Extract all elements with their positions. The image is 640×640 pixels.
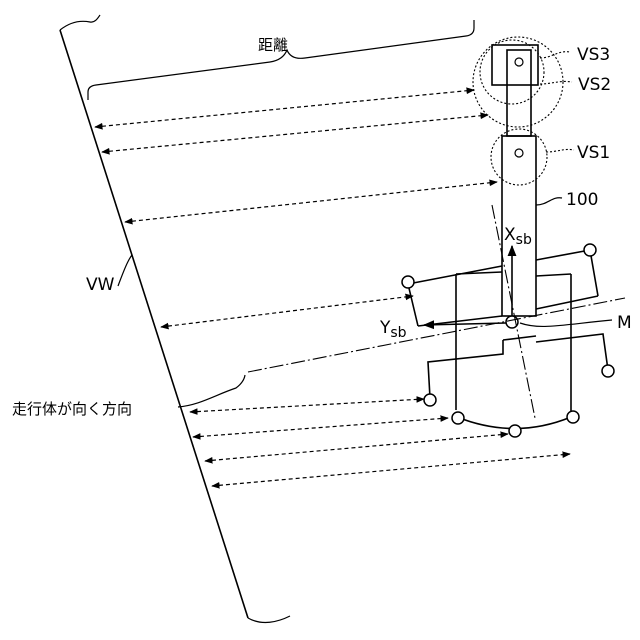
distance-label: 距離 bbox=[258, 36, 288, 54]
node-bottom-mid bbox=[509, 425, 521, 437]
node-bottom-right bbox=[567, 411, 579, 423]
distance-arrows bbox=[95, 90, 570, 486]
distance-arrow-4 bbox=[161, 296, 413, 327]
distance-arrow-6 bbox=[193, 418, 448, 437]
label-axis-x: Xsb bbox=[504, 225, 532, 248]
distance-arrow-5 bbox=[190, 399, 424, 412]
node-upper-left bbox=[402, 276, 414, 288]
label-heading: 走行体が向く方向 bbox=[12, 400, 132, 418]
distance-arrow-7 bbox=[205, 434, 508, 461]
distance-brace bbox=[88, 20, 474, 100]
label-m: M bbox=[617, 313, 632, 333]
node-bottom-left bbox=[452, 412, 464, 424]
node-lower-left bbox=[424, 394, 436, 406]
label-vs1: VS1 bbox=[577, 143, 610, 163]
label-vw: VW bbox=[86, 275, 115, 295]
axes bbox=[248, 205, 625, 418]
distance-arrow-8 bbox=[212, 454, 570, 486]
arm-100 bbox=[492, 45, 538, 316]
chassis bbox=[408, 250, 608, 429]
leader-lines bbox=[118, 52, 612, 407]
node-lower-right bbox=[602, 365, 614, 377]
wall-vw bbox=[60, 15, 290, 622]
node-upper-right bbox=[584, 244, 596, 256]
label-axis-y: Ysb bbox=[379, 318, 407, 341]
sensor-zones bbox=[473, 37, 563, 185]
distance-arrow-3 bbox=[125, 182, 497, 222]
label-vs3: VS3 bbox=[577, 45, 610, 65]
label-100: 100 bbox=[566, 190, 598, 210]
label-vs2: VS2 bbox=[578, 75, 611, 95]
chassis-nodes bbox=[402, 244, 614, 437]
